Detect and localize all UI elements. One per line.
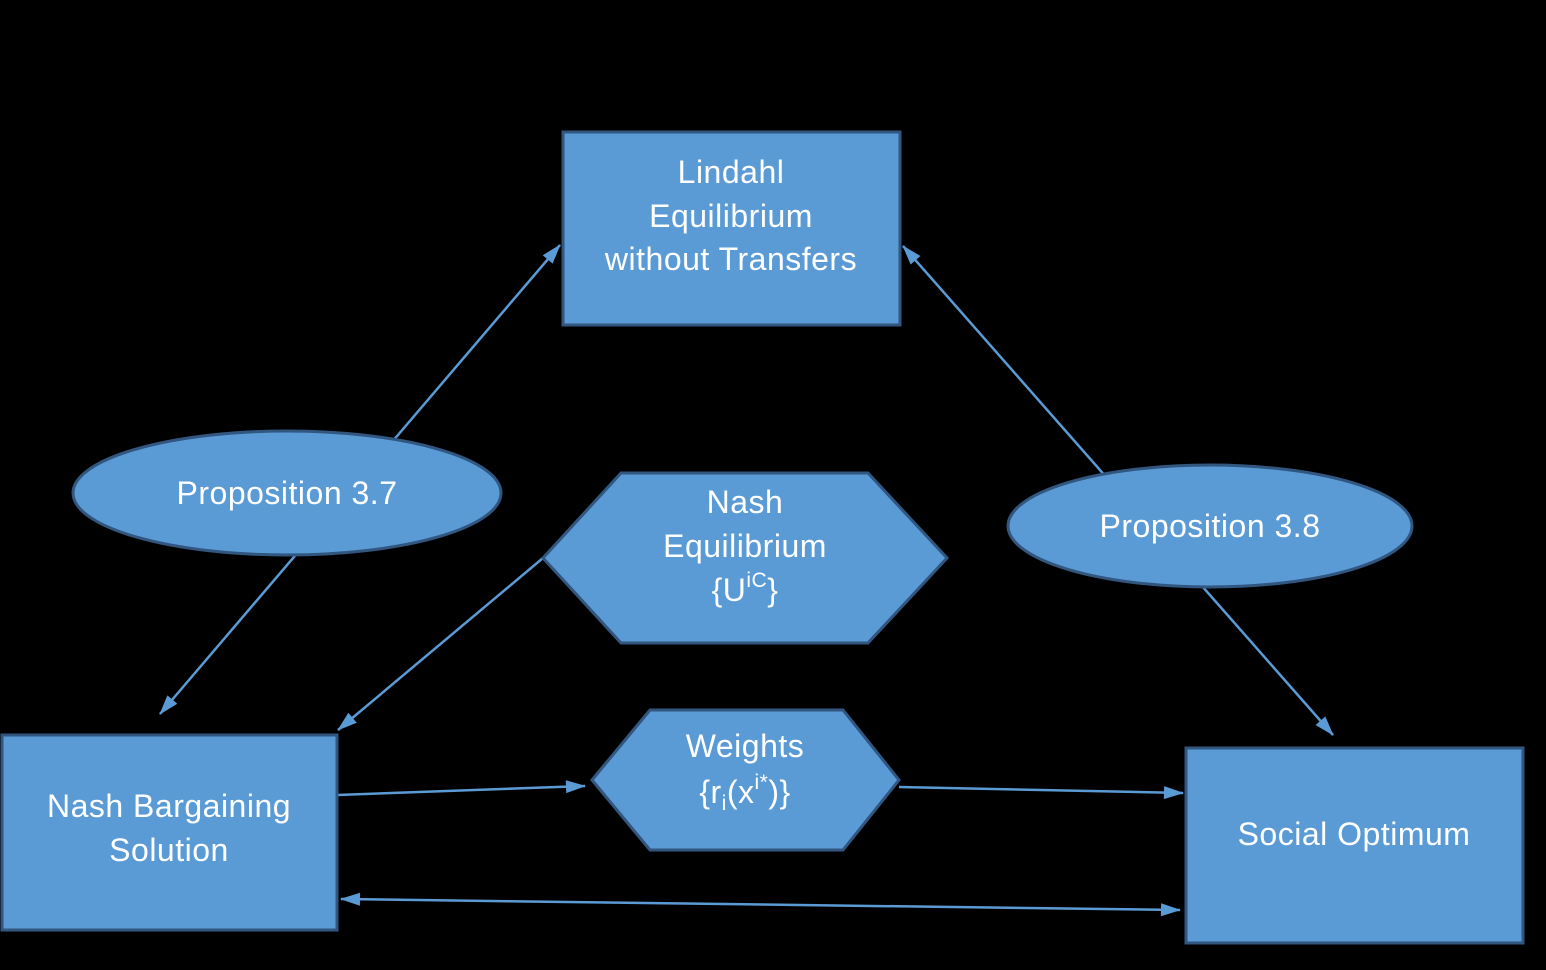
edge-nash-bargaining-to-weights — [336, 780, 586, 797]
weights-formula: {ri(xi*)} — [699, 771, 790, 815]
shapes-layer — [0, 130, 1525, 945]
proposition-3-8-label: Proposition 3.8 — [1100, 508, 1321, 544]
social-optimum-label: Social Optimum — [1238, 816, 1471, 852]
formula-pre: {r — [699, 774, 721, 810]
lindahl-label-line2: Equilibrium — [649, 198, 813, 234]
nash-bargaining-label-line2: Solution — [109, 832, 229, 868]
formula-superscript: iC — [746, 569, 767, 592]
nash-equilibrium-label-line1: Nash — [707, 484, 784, 520]
social-optimum-box — [1184, 746, 1525, 945]
proposition-3-7-ellipse — [71, 429, 503, 557]
lindahl-box — [561, 130, 902, 327]
nash-equilibrium-formula: {UiC} — [712, 569, 779, 608]
formula-post: } — [767, 572, 778, 608]
lindahl-label-line3: without Transfers — [604, 241, 857, 277]
nash-bargaining-box — [0, 733, 339, 932]
formula-post: )} — [768, 774, 790, 810]
nash-equilibrium-hexagon — [540, 471, 950, 645]
formula-pre: {U — [712, 572, 747, 608]
proposition-3-7-label: Proposition 3.7 — [177, 475, 398, 511]
nash-bargaining-label-line1: Nash Bargaining — [47, 788, 291, 824]
lindahl-label-line1: Lindahl — [678, 154, 785, 190]
formula-superscript: i* — [754, 771, 768, 794]
edge-nash-equilibrium-to-nash-bargaining — [337, 557, 544, 731]
nash-equilibrium-label-line2: Equilibrium — [663, 528, 827, 564]
edge-nash-bargaining-social-optimum — [340, 892, 1181, 917]
labels-layer: Lindahl Equilibrium without Transfers Pr… — [47, 154, 1470, 868]
weights-label-line1: Weights — [686, 728, 805, 764]
edge-weights-to-social-optimum — [898, 785, 1184, 800]
weights-hexagon — [590, 708, 901, 852]
formula-subscript: i — [722, 792, 727, 815]
formula-mid: (x — [727, 774, 755, 810]
proposition-3-8-ellipse — [1006, 463, 1414, 589]
